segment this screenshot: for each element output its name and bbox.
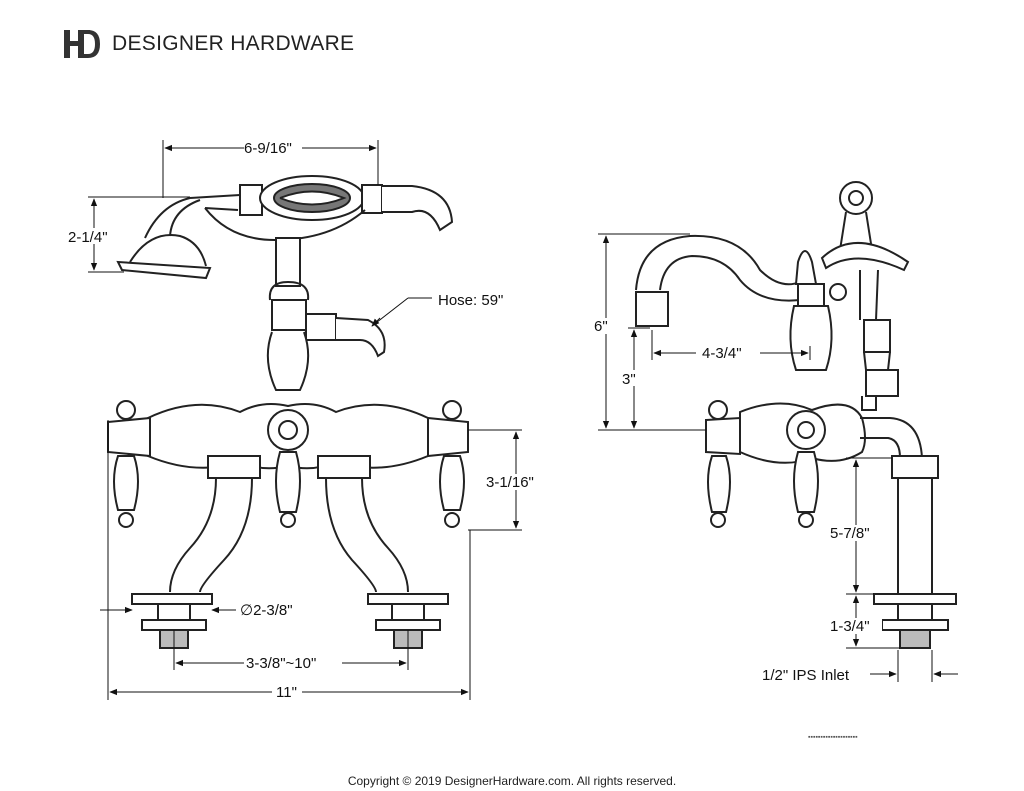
dim-spout-reach: 4-3/4" bbox=[702, 345, 742, 362]
dim-inlet: 1/2" IPS Inlet bbox=[762, 667, 850, 684]
dim-centers: 3-3/8"~10" bbox=[246, 655, 316, 672]
side-view bbox=[635, 181, 957, 649]
copyright-footer: Copyright © 2019 DesignerHardware.com. A… bbox=[347, 774, 677, 788]
dim-leg-diameter: ∅2-3/8" bbox=[240, 602, 293, 619]
dim-top-width: 6-9/16" bbox=[244, 140, 292, 157]
dim-hose: Hose: 59" bbox=[438, 292, 503, 309]
header: DESIGNER HARDWARE bbox=[62, 26, 354, 62]
dim-side-height: 6" bbox=[594, 318, 608, 335]
brand-name: DESIGNER HARDWARE bbox=[112, 32, 355, 55]
part-code-watermark: ▪▪▪▪▪▪▪▪▪▪▪▪▪▪▪▪▪▪▪▪ bbox=[808, 734, 858, 741]
dim-leg-height: 5-7/8" bbox=[830, 525, 870, 542]
dim-handshower-height: 2-1/4" bbox=[68, 229, 108, 246]
dim-handle-drop: 3-1/16" bbox=[486, 474, 534, 491]
designer-hardware-logo bbox=[64, 30, 100, 58]
dim-overall-width: 11" bbox=[276, 684, 297, 701]
front-view bbox=[107, 175, 469, 649]
dim-base-height: 1-3/4" bbox=[830, 618, 870, 635]
dim-spout-height: 3" bbox=[622, 371, 636, 388]
